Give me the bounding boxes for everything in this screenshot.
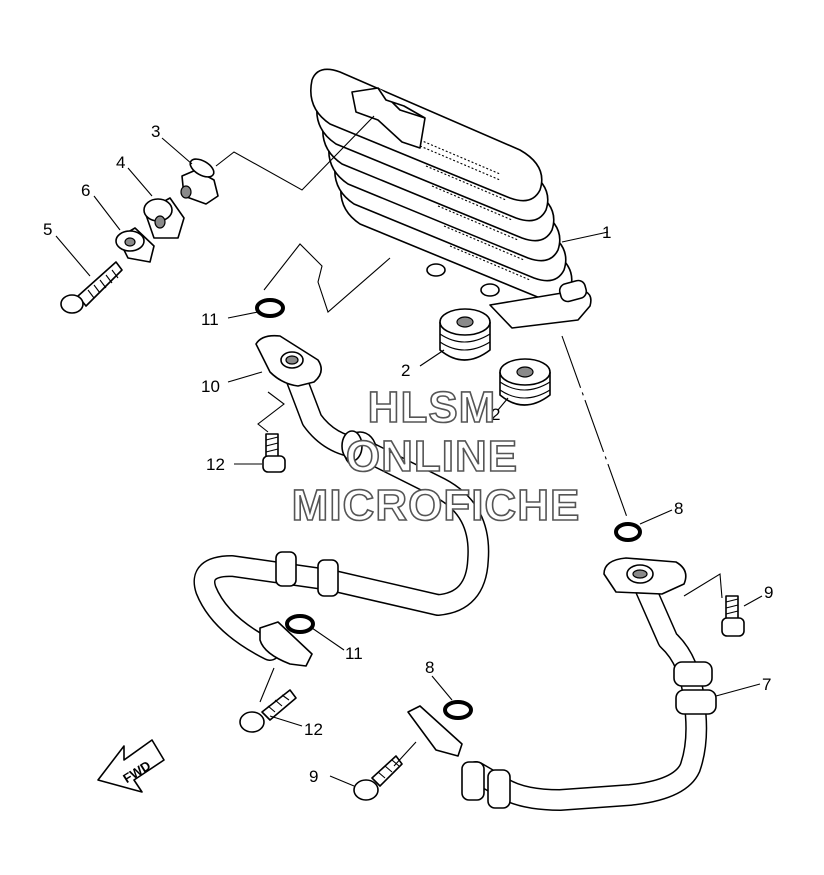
watermark-line-2: ONLINE [346, 432, 518, 481]
callout-12: 12 [304, 720, 323, 739]
leader-lines [55, 137, 763, 787]
callout-9: 9 [764, 583, 773, 602]
callout-11: 11 [201, 310, 219, 329]
o-ring [255, 298, 285, 318]
callout-3: 3 [151, 122, 160, 141]
cooler-fin-hatching [419, 139, 501, 181]
callout-2: 2 [401, 361, 410, 380]
watermark: HLSM ONLINE MICROFICHE [291, 382, 581, 531]
oil-cooler [310, 68, 592, 329]
callout-6: 6 [81, 181, 90, 200]
oil-pipe-10 [193, 334, 490, 667]
o-ring [285, 614, 315, 634]
rubber-grommet [499, 358, 551, 406]
callout-2: 2 [491, 405, 500, 424]
watermark-line-3: MICROFICHE [292, 481, 581, 530]
callout-labels: 1 2 2 3 4 5 6 7 8 8 9 9 10 11 11 12 12 [43, 122, 773, 786]
bolt-12-lower [239, 689, 297, 733]
callout-5: 5 [43, 220, 52, 239]
bolt-12-upper [262, 433, 286, 473]
oil-pipe-7 [407, 557, 717, 811]
callout-10: 10 [201, 377, 220, 396]
o-ring [614, 522, 642, 542]
callout-1: 1 [602, 223, 611, 242]
collar [180, 158, 219, 205]
washer [115, 227, 155, 263]
watermark-line-1: HLSM [368, 383, 497, 432]
callout-11: 11 [345, 644, 363, 663]
assembly-lines [215, 115, 723, 767]
callout-9: 9 [309, 767, 318, 786]
callout-8: 8 [674, 499, 683, 518]
callout-8: 8 [425, 658, 434, 677]
callout-12: 12 [206, 455, 225, 474]
callout-4: 4 [116, 153, 125, 172]
o-ring [443, 700, 473, 720]
grommet [143, 197, 185, 239]
callout-7: 7 [762, 675, 771, 694]
rubber-grommet [439, 308, 491, 361]
bolt [60, 261, 123, 314]
forward-arrow-icon: FWD [97, 739, 165, 793]
bolt-9-lower [353, 755, 403, 801]
bolt-9-upper [721, 595, 745, 637]
